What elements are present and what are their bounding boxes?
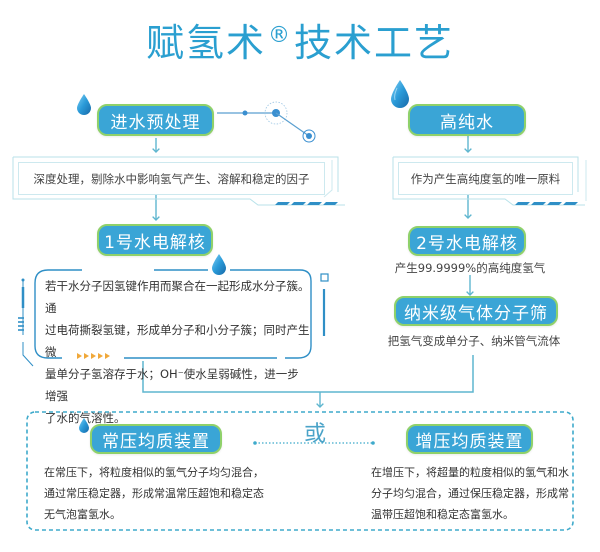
description-line: 若干水分子因氢键作用而聚合在一起形成水分子簇。通 [45,279,310,315]
step-nano-molecular-sieve: 纳米级气体分子筛 [394,296,558,326]
caption-text: 产生99.9999%的高纯度氢气 [394,261,546,275]
option-normal-pressure-homogenizer: 常压均质装置 [90,424,222,454]
step-nano-molecular-sieve-label: 纳米级气体分子筛 [404,303,548,324]
option-pressurized-homogenizer: 增压均质装置 [406,424,533,454]
high-purity-water-description-box: 作为产生高纯度氢的唯一原料 [398,162,573,195]
pretreatment-description-box: 深度处理，剔除水中影响氢气产生、溶解和稳定的因子 [18,162,325,195]
node-graph-decoration [217,101,316,143]
description-line: 在增压下，将超量的粒度相似的氢气和水 [371,466,569,479]
nano-molecular-sieve-caption: 把氢气变成单分子、纳米管气流体 [384,333,564,349]
description-line: 分子均匀混合，通过保压稳定器，形成常 [371,487,569,500]
description-line: 通过常压稳定器，形成常温常压超饱和稳定态 [44,487,264,500]
option-pressurized-label: 增压均质装置 [415,431,524,452]
water-drop-icon [212,254,226,275]
step-electrolysis-core-2: 2号水电解核 [408,226,526,256]
step-high-purity-water-label: 高纯水 [440,112,494,133]
page-title: 赋氢术®技术工艺 [0,12,600,67]
description-line: 量单分子氢溶存于水；OH⁻使水呈弱碱性，进一步增强 [45,367,299,403]
normal-pressure-description: 在常压下，将粒度相似的氢气分子均匀混合， 通过常压稳定器，形成常温常压超饱和稳定… [44,462,284,525]
pretreatment-description: 深度处理，剔除水中影响氢气产生、溶解和稳定的因子 [33,171,310,186]
description-line: 了水的气溶性。 [45,411,126,425]
or-separator: 或 [295,416,335,448]
description-line: 无气泡富氢水。 [44,508,121,521]
water-drop-icon [77,94,91,115]
registered-mark: ® [268,23,292,48]
step-electrolysis-core-1: 1号水电解核 [97,224,213,256]
high-purity-water-description: 作为产生高纯度氢的唯一原料 [410,171,561,186]
description-line: 在常压下，将粒度相似的氢气分子均匀混合， [44,466,264,479]
step-electrolysis-core-2-label: 2号水电解核 [416,233,518,254]
step-pretreatment: 进水预处理 [97,104,214,136]
water-drop-icon [391,80,409,108]
description-line: 过电荷撕裂氢键，形成单分子和小分子簇；同时产生微 [45,323,310,359]
pressurized-description: 在增压下，将超量的粒度相似的氢气和水 分子均匀混合，通过保压稳定器，形成常 温带… [371,462,571,525]
description-line: 温带压超饱和稳定态富氢水。 [371,508,514,521]
step-high-purity-water: 高纯水 [408,104,526,136]
caption-text: 把氢气变成单分子、纳米管气流体 [387,334,561,348]
step-electrolysis-core-1-label: 1号水电解核 [104,232,206,253]
option-normal-pressure-label: 常压均质装置 [102,431,210,452]
or-text: 或 [303,422,326,447]
title-main: 赋氢术 [145,21,266,65]
electrolysis-core-2-caption: 产生99.9999%的高纯度氢气 [380,260,560,276]
title-suffix: 技术工艺 [294,21,455,65]
step-pretreatment-label: 进水预处理 [110,112,201,133]
electrolysis-core-1-description: 若干水分子因氢键作用而聚合在一起形成水分子簇。通 过电荷撕裂氢键，形成单分子和小… [45,275,310,429]
